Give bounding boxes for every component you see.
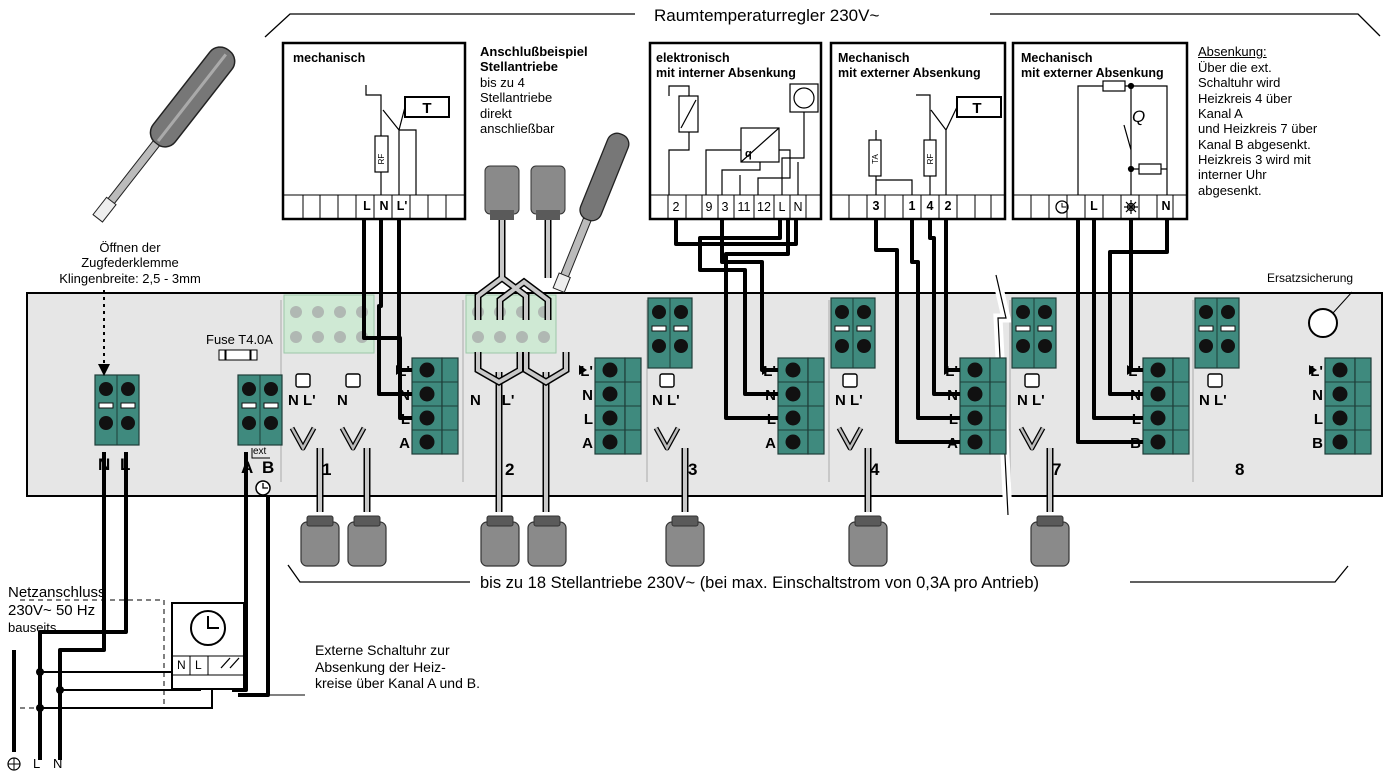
spare-fuse-label: Ersatzsicherung: [1267, 271, 1354, 285]
c2-terminal: N: [793, 200, 803, 214]
pair-label: N L': [1017, 392, 1045, 409]
c1-terminal-lprime: L': [396, 199, 408, 213]
c1-terminal-n: N: [379, 199, 389, 213]
svg-text:RF: RF: [926, 154, 935, 165]
c2-terminal: L: [778, 200, 786, 214]
svg-text:TA: TA: [871, 154, 880, 164]
absenkung-text: Über die ext. Schaltuhr wird Heizkreis 4…: [1198, 60, 1318, 198]
controller-title-4: Mechanisch mit externer Absenkung: [1021, 51, 1164, 80]
c3-terminal: 1: [908, 199, 916, 213]
screwdriver-note: Öffnen der Zugfederklemme Klingenbreite:…: [59, 240, 201, 286]
c1-terminal-l: L: [363, 199, 371, 213]
ext-b: B: [262, 458, 275, 477]
svg-text:q: q: [745, 148, 752, 160]
example-title: Anschlußbeispiel Stellantriebe: [480, 44, 588, 75]
fuse-label: Fuse T4.0A: [206, 332, 273, 347]
controller-box-3: [829, 41, 1007, 221]
mains-sub: bauseits: [8, 620, 57, 635]
diagram-title: Raumtemperaturregler 230V~: [654, 6, 880, 25]
c2-terminal: 11: [737, 200, 751, 214]
c3-terminal: 3: [872, 199, 880, 213]
svg-text:Q: Q: [1132, 107, 1145, 126]
footer-note: bis zu 18 Stellantriebe 230V~ (bei max. …: [480, 574, 1040, 592]
zone-number: 7: [1052, 460, 1062, 479]
c3-terminal: 2: [944, 199, 952, 213]
pair-label: N L': [652, 392, 680, 409]
controller-title-1: mechanisch: [293, 51, 366, 65]
zone-number: 8: [1235, 460, 1245, 479]
pair-label: N: [337, 392, 348, 409]
absenkung-title: Absenkung:: [1198, 44, 1267, 59]
timer-l: L: [195, 658, 202, 672]
zone-number: 3: [688, 460, 698, 479]
zone-number: 1: [322, 460, 332, 479]
controller-box-4: [1011, 41, 1189, 221]
svg-text:T: T: [972, 100, 981, 117]
svg-text:RF: RF: [377, 154, 386, 165]
mains-n: N: [53, 756, 63, 771]
power-l: L: [120, 455, 131, 474]
ext-a: A: [241, 458, 254, 477]
controller-title-3: Mechanisch mit externer Absenkung: [838, 51, 981, 80]
c2-terminal: 9: [705, 200, 713, 214]
pair-label: N L': [1199, 392, 1227, 409]
actuator: [300, 515, 340, 567]
ext-label: ext: [253, 446, 267, 457]
zone-number: 2: [505, 460, 515, 479]
pair-label: N L': [835, 392, 863, 409]
footer-bracket: [287, 564, 470, 583]
c3-terminal: 4: [926, 199, 934, 213]
title-bracket: [264, 13, 635, 38]
controller-box-1: [281, 41, 467, 221]
mains-title: Netzanschluss 230V~ 50 Hz: [8, 584, 106, 619]
timer-note: Externe Schaltuhr zur Absenkung der Heiz…: [315, 642, 480, 692]
mains-l: L: [33, 756, 41, 771]
c4-terminal: L: [1090, 199, 1098, 213]
c2-terminal: 12: [757, 200, 771, 214]
pair-label: N L': [288, 392, 316, 409]
c2-terminal: 3: [721, 200, 729, 214]
c2-terminal: 2: [672, 200, 680, 214]
label-t-1: T: [422, 100, 431, 117]
zone-number: 4: [870, 460, 880, 479]
controller-title-2: elektronisch mit interner Absenkung: [656, 51, 796, 80]
c4-terminal: N: [1161, 199, 1171, 213]
power-n: N: [98, 455, 111, 474]
example-text: bis zu 4 Stellantriebe direkt anschließb…: [480, 75, 555, 136]
pair-label: N L': [470, 392, 515, 409]
timer-n: N: [177, 658, 186, 672]
